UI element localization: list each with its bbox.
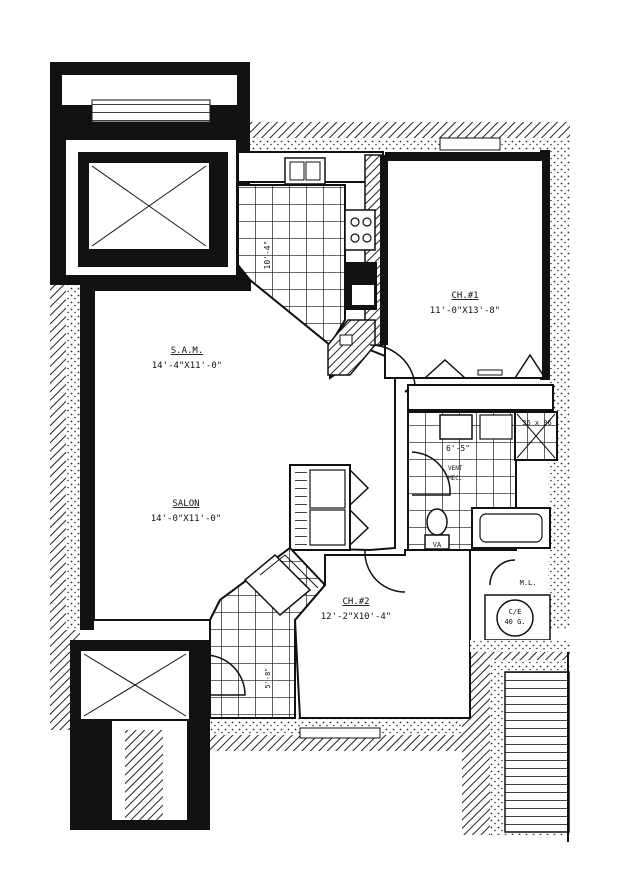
left-wall-solid — [80, 285, 94, 630]
right-exterior-wall — [548, 150, 570, 630]
left-wall-block — [50, 62, 250, 290]
door-ch2 — [364, 549, 406, 593]
door-bath — [411, 451, 451, 496]
top-wall-dots — [250, 138, 570, 150]
top-exterior-wall — [250, 122, 570, 138]
bath-dim-label: 6'-5" — [446, 444, 470, 453]
room-name-ch2: CH.#2 — [342, 597, 369, 607]
ch1-room — [384, 159, 544, 379]
laundry-label: C/E — [509, 608, 522, 616]
stove-burner-icon — [350, 233, 360, 243]
bath-vanity — [479, 414, 513, 440]
room-dims-salon: 14'-0"X11'-0" — [151, 514, 221, 524]
room-name-sam: S.A.M. — [171, 346, 204, 356]
central-cabinet — [289, 464, 370, 551]
door-ml — [489, 559, 516, 586]
ch1-left-wall — [380, 155, 388, 345]
kitchen-counter — [237, 151, 384, 376]
ch2-right-wall — [470, 640, 570, 652]
bottom-left-block — [70, 640, 210, 830]
window-bottom — [299, 727, 381, 739]
bottom-exterior-wall — [210, 735, 470, 751]
stove-burner-icon — [350, 217, 360, 227]
closet-strip — [407, 384, 554, 411]
stair-dim-label: 5'-8" — [264, 667, 272, 688]
room-dims-ch1: 11'-0"X13'-8" — [430, 306, 500, 316]
closet-doors — [424, 353, 546, 379]
room-name-ch1: CH.#1 — [451, 291, 478, 301]
bottom-wall-dots — [210, 718, 470, 735]
shower-icon — [514, 411, 558, 461]
right-wall-solid — [540, 150, 550, 380]
vent-sub-label: MEC. — [448, 475, 462, 482]
room-name-salon: SALON — [172, 499, 199, 509]
vanity-label: VA — [433, 541, 442, 549]
bath-sink — [439, 414, 473, 440]
kitchen-dim-label: 10'-4" — [263, 241, 272, 270]
room-dims-ch2: 12'-2"X10'-4" — [321, 612, 391, 622]
ch1-top-wall — [385, 152, 545, 160]
window-top — [439, 137, 501, 151]
stove-burner-icon — [362, 233, 372, 243]
shower-size-label: 36 x 36 — [522, 419, 552, 427]
stove-burner-icon — [362, 217, 372, 227]
stair-landing — [198, 546, 327, 719]
room-dims-sam: 14'-4"X11'-0" — [152, 361, 222, 371]
closet-ml-label: M.L. — [520, 579, 537, 587]
laundry-sub-label: 40 G. — [504, 618, 525, 626]
toilet-icon — [424, 508, 450, 550]
bathtub-icon — [471, 507, 551, 549]
laundry-icon — [484, 594, 551, 641]
vent-label: VENT — [448, 465, 463, 472]
bottom-right-stair — [462, 645, 570, 842]
ch2-room — [293, 549, 471, 719]
